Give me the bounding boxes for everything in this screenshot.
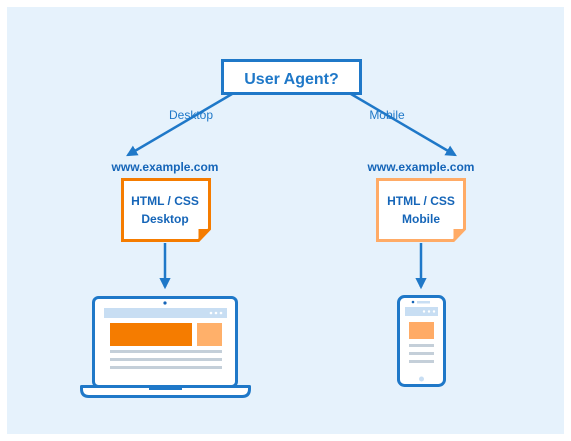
laptop-icon xyxy=(80,296,251,398)
user-agent-label: User Agent? xyxy=(244,71,339,88)
mobile-branch-label: Mobile xyxy=(369,108,405,122)
mobile-branch-arrow xyxy=(350,92,457,157)
mobile-doc-line1: HTML / CSS xyxy=(387,194,455,208)
desktop-doc-line1: HTML / CSS xyxy=(131,194,199,208)
mobile-url-label: www.example.com xyxy=(367,160,475,174)
user-agent-box: User Agent? xyxy=(221,59,362,95)
mobile-document-icon xyxy=(376,178,466,242)
desktop-document-icon xyxy=(121,178,211,242)
desktop-branch-label: Desktop xyxy=(169,108,213,122)
desktop-url-label: www.example.com xyxy=(111,160,219,174)
desktop-branch-arrow xyxy=(126,92,233,157)
phone-icon xyxy=(397,295,446,387)
mobile-doc-line2: Mobile xyxy=(402,212,440,226)
desktop-doc-line2: Desktop xyxy=(141,212,188,226)
